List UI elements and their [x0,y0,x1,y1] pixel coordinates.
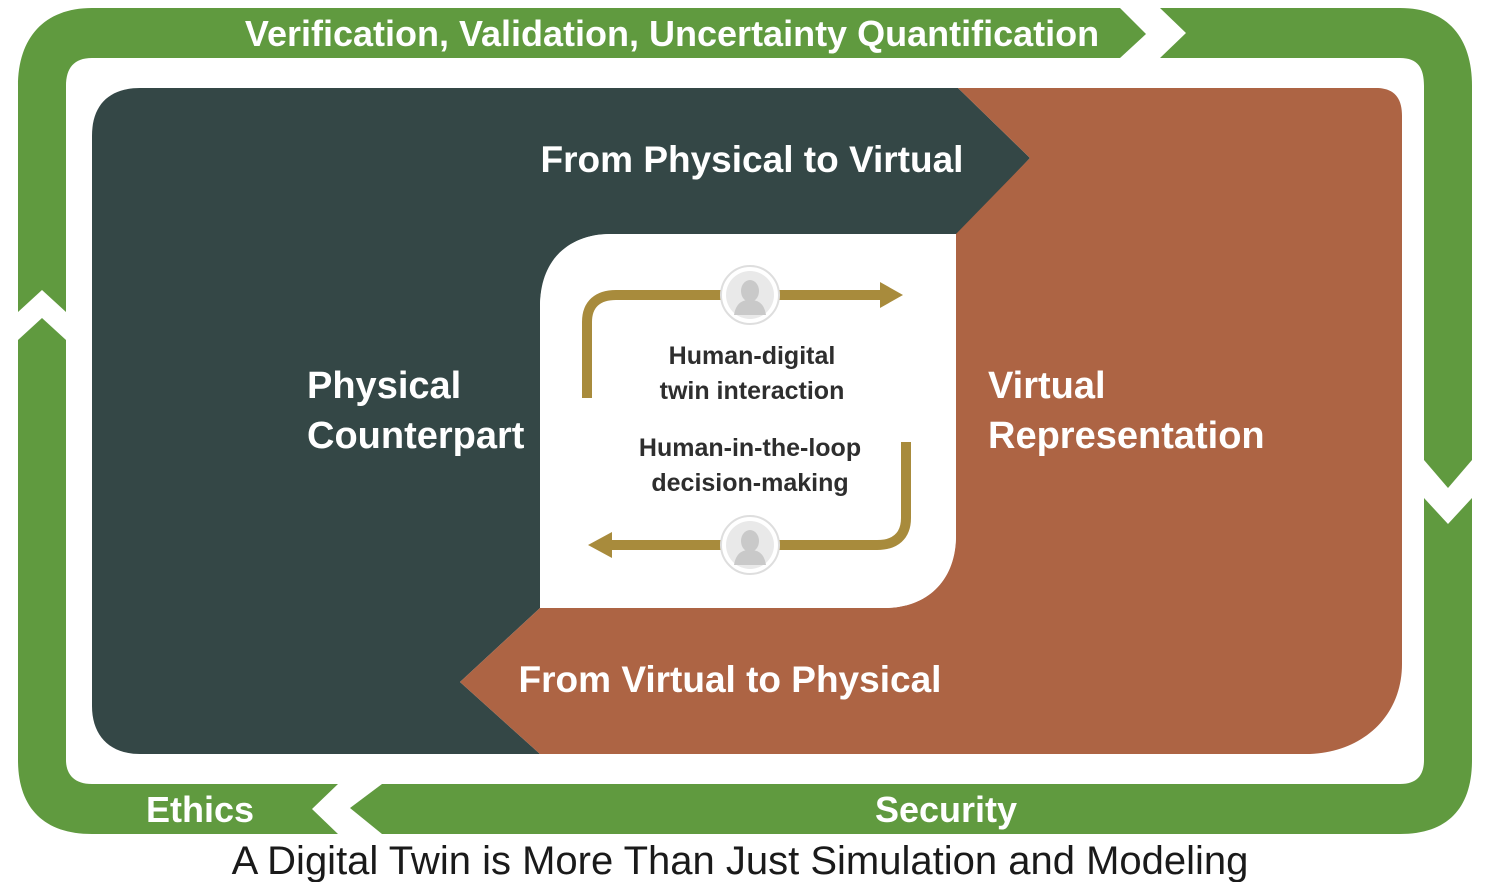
right-down-arrowhead [1424,460,1472,488]
top-left-corner [18,8,92,312]
top-band-arrow [92,8,1146,58]
interaction-label-line1: Human-digital [669,342,836,370]
bottom-band-arrow [350,784,1400,834]
right-lower-chevron [1424,498,1472,760]
diagram-caption: A Digital Twin is More Than Just Simulat… [232,839,1249,882]
physical-panel [92,88,1030,754]
left-up-notch [18,290,66,340]
outer-frame [18,8,1472,834]
frame-ethics-label: Ethics [146,789,254,830]
virtual-panel [460,88,1402,754]
flow-virtual-to-physical: From Virtual to Physical [519,659,942,700]
interaction-label-line2: twin interaction [660,377,845,405]
top-loop-arrow [582,290,884,398]
top-loop-arrowhead [880,282,903,308]
left-up-chevron-tip [18,318,66,350]
decision-label-line2: decision-making [651,469,848,497]
bottom-right-corner [1400,760,1472,834]
bottom-loop-arrow [610,442,911,550]
center-card [540,234,956,608]
virtual-representation-label-line2: Representation [988,415,1265,457]
person-icon [720,265,780,325]
frame-security-label: Security [875,789,1017,830]
interaction-loop [582,282,911,558]
decision-label-line1: Human-in-the-loop [639,434,861,462]
top-right-chevron [1160,8,1400,58]
frame-top-label: Verification, Validation, Uncertainty Qu… [245,13,1099,54]
physical-counterpart-label-line1: Physical [307,365,461,407]
bottom-left-chevron [92,784,338,834]
physical-counterpart-label-line2: Counterpart [307,415,525,457]
bottom-left-corner [18,340,92,834]
person-icon [720,515,780,575]
flow-physical-to-virtual: From Physical to Virtual [541,139,964,180]
virtual-representation-label-line1: Virtual [988,365,1106,407]
bottom-loop-arrowhead [588,532,612,558]
top-right-corner [1400,8,1472,460]
